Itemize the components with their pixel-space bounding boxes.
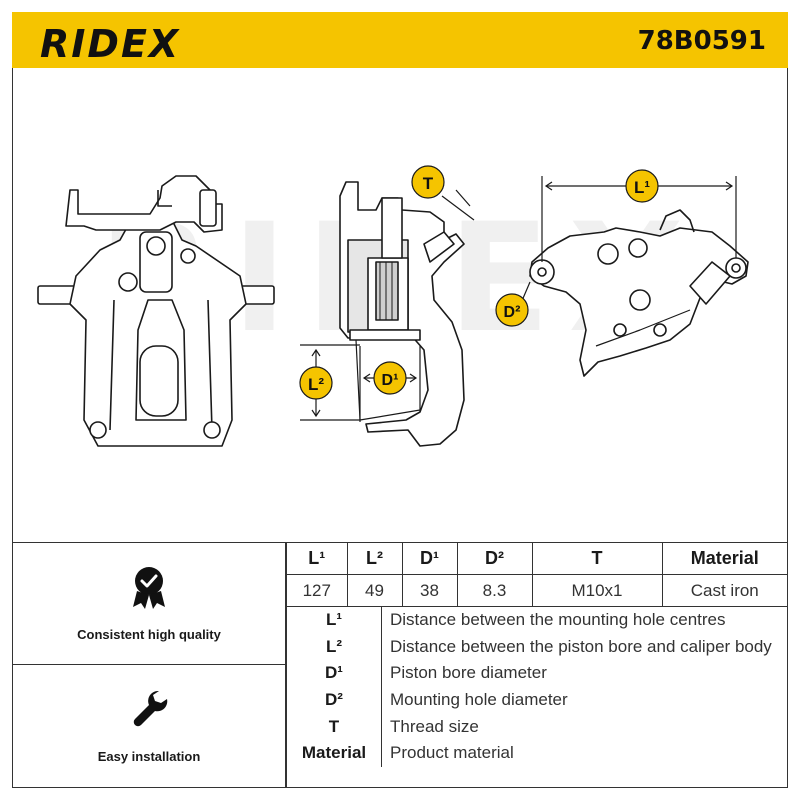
svg-text:D²: D² <box>504 304 521 321</box>
svg-text:L²: L² <box>308 375 324 394</box>
badge-t: T <box>411 165 445 199</box>
dimension-lines <box>300 176 737 422</box>
header-bar: RIDEX 78B0591 <box>12 12 788 68</box>
panel-divider <box>285 543 287 787</box>
specs-table: L¹ L² D¹ D² T Material 127 49 38 8.3 M10… <box>287 543 787 607</box>
drawing-frame <box>12 68 788 542</box>
feature-installation: Easy installation <box>13 665 285 787</box>
badge-d2: D² <box>495 293 529 327</box>
legend-key: L¹ <box>287 607 382 634</box>
wrench-icon <box>133 690 168 727</box>
specs-panel: Consistent high quality Easy installatio… <box>12 542 788 788</box>
badge-l2: L² <box>299 366 333 400</box>
feature-installation-label: Easy installation <box>97 749 201 764</box>
legend-row: T Thread size <box>287 713 787 740</box>
specs-value-row: 127 49 38 8.3 M10x1 Cast iron <box>287 574 787 607</box>
header-t: T <box>531 543 662 575</box>
header-material: Material <box>661 543 787 575</box>
legend-row: L¹ Distance between the mounting hole ce… <box>287 607 787 634</box>
legend-desc: Product material <box>390 743 514 763</box>
legend-row: D² Mounting hole diameter <box>287 686 787 714</box>
caliper-side-view <box>529 209 749 377</box>
specs-header-row: L¹ L² D¹ D² T Material <box>287 543 787 575</box>
header-l1: L¹ <box>287 543 347 575</box>
caliper-front-view <box>37 175 275 447</box>
svg-text:T: T <box>423 174 434 193</box>
value-d2: 8.3 <box>456 574 532 607</box>
legend-table: L¹ Distance between the mounting hole ce… <box>287 607 787 767</box>
header-d1: D¹ <box>401 543 457 575</box>
badge-l1: L¹ <box>625 169 659 203</box>
feature-quality: Consistent high quality <box>13 543 285 665</box>
value-l1: 127 <box>287 574 347 607</box>
value-l2: 49 <box>346 574 402 607</box>
check-badge-icon <box>133 567 165 609</box>
value-material: Cast iron <box>661 574 787 607</box>
caliper-section-view <box>339 181 465 447</box>
legend-desc: Thread size <box>390 716 479 736</box>
legend-key: D² <box>287 686 382 714</box>
value-d1: 38 <box>401 574 457 607</box>
technical-drawing: RIDEX <box>37 165 749 447</box>
header-l2: L² <box>346 543 402 575</box>
legend-row: L² Distance between the piston bore and … <box>287 633 787 661</box>
badge-d1: D¹ <box>373 361 407 395</box>
svg-text:D¹: D¹ <box>382 372 399 389</box>
value-t: M10x1 <box>531 574 662 607</box>
legend-key: D¹ <box>287 660 382 687</box>
feature-quality-label: Consistent high quality <box>77 627 221 642</box>
legend-row: D¹ Piston bore diameter <box>287 660 787 687</box>
brand-logo: RIDEX <box>40 22 181 66</box>
legend-desc: Piston bore diameter <box>390 663 547 683</box>
legend-key: T <box>287 713 382 740</box>
legend-desc: Distance between the mounting hole centr… <box>390 610 726 630</box>
legend-desc: Mounting hole diameter <box>390 690 568 710</box>
legend-row: Material Product material <box>287 739 787 767</box>
header-d2: D² <box>456 543 532 575</box>
legend-desc: Distance between the piston bore and cal… <box>390 636 772 656</box>
legend-key: L² <box>287 633 382 661</box>
legend-key: Material <box>287 739 382 767</box>
svg-text:L¹: L¹ <box>634 178 650 197</box>
part-number: 78B0591 <box>637 26 766 56</box>
